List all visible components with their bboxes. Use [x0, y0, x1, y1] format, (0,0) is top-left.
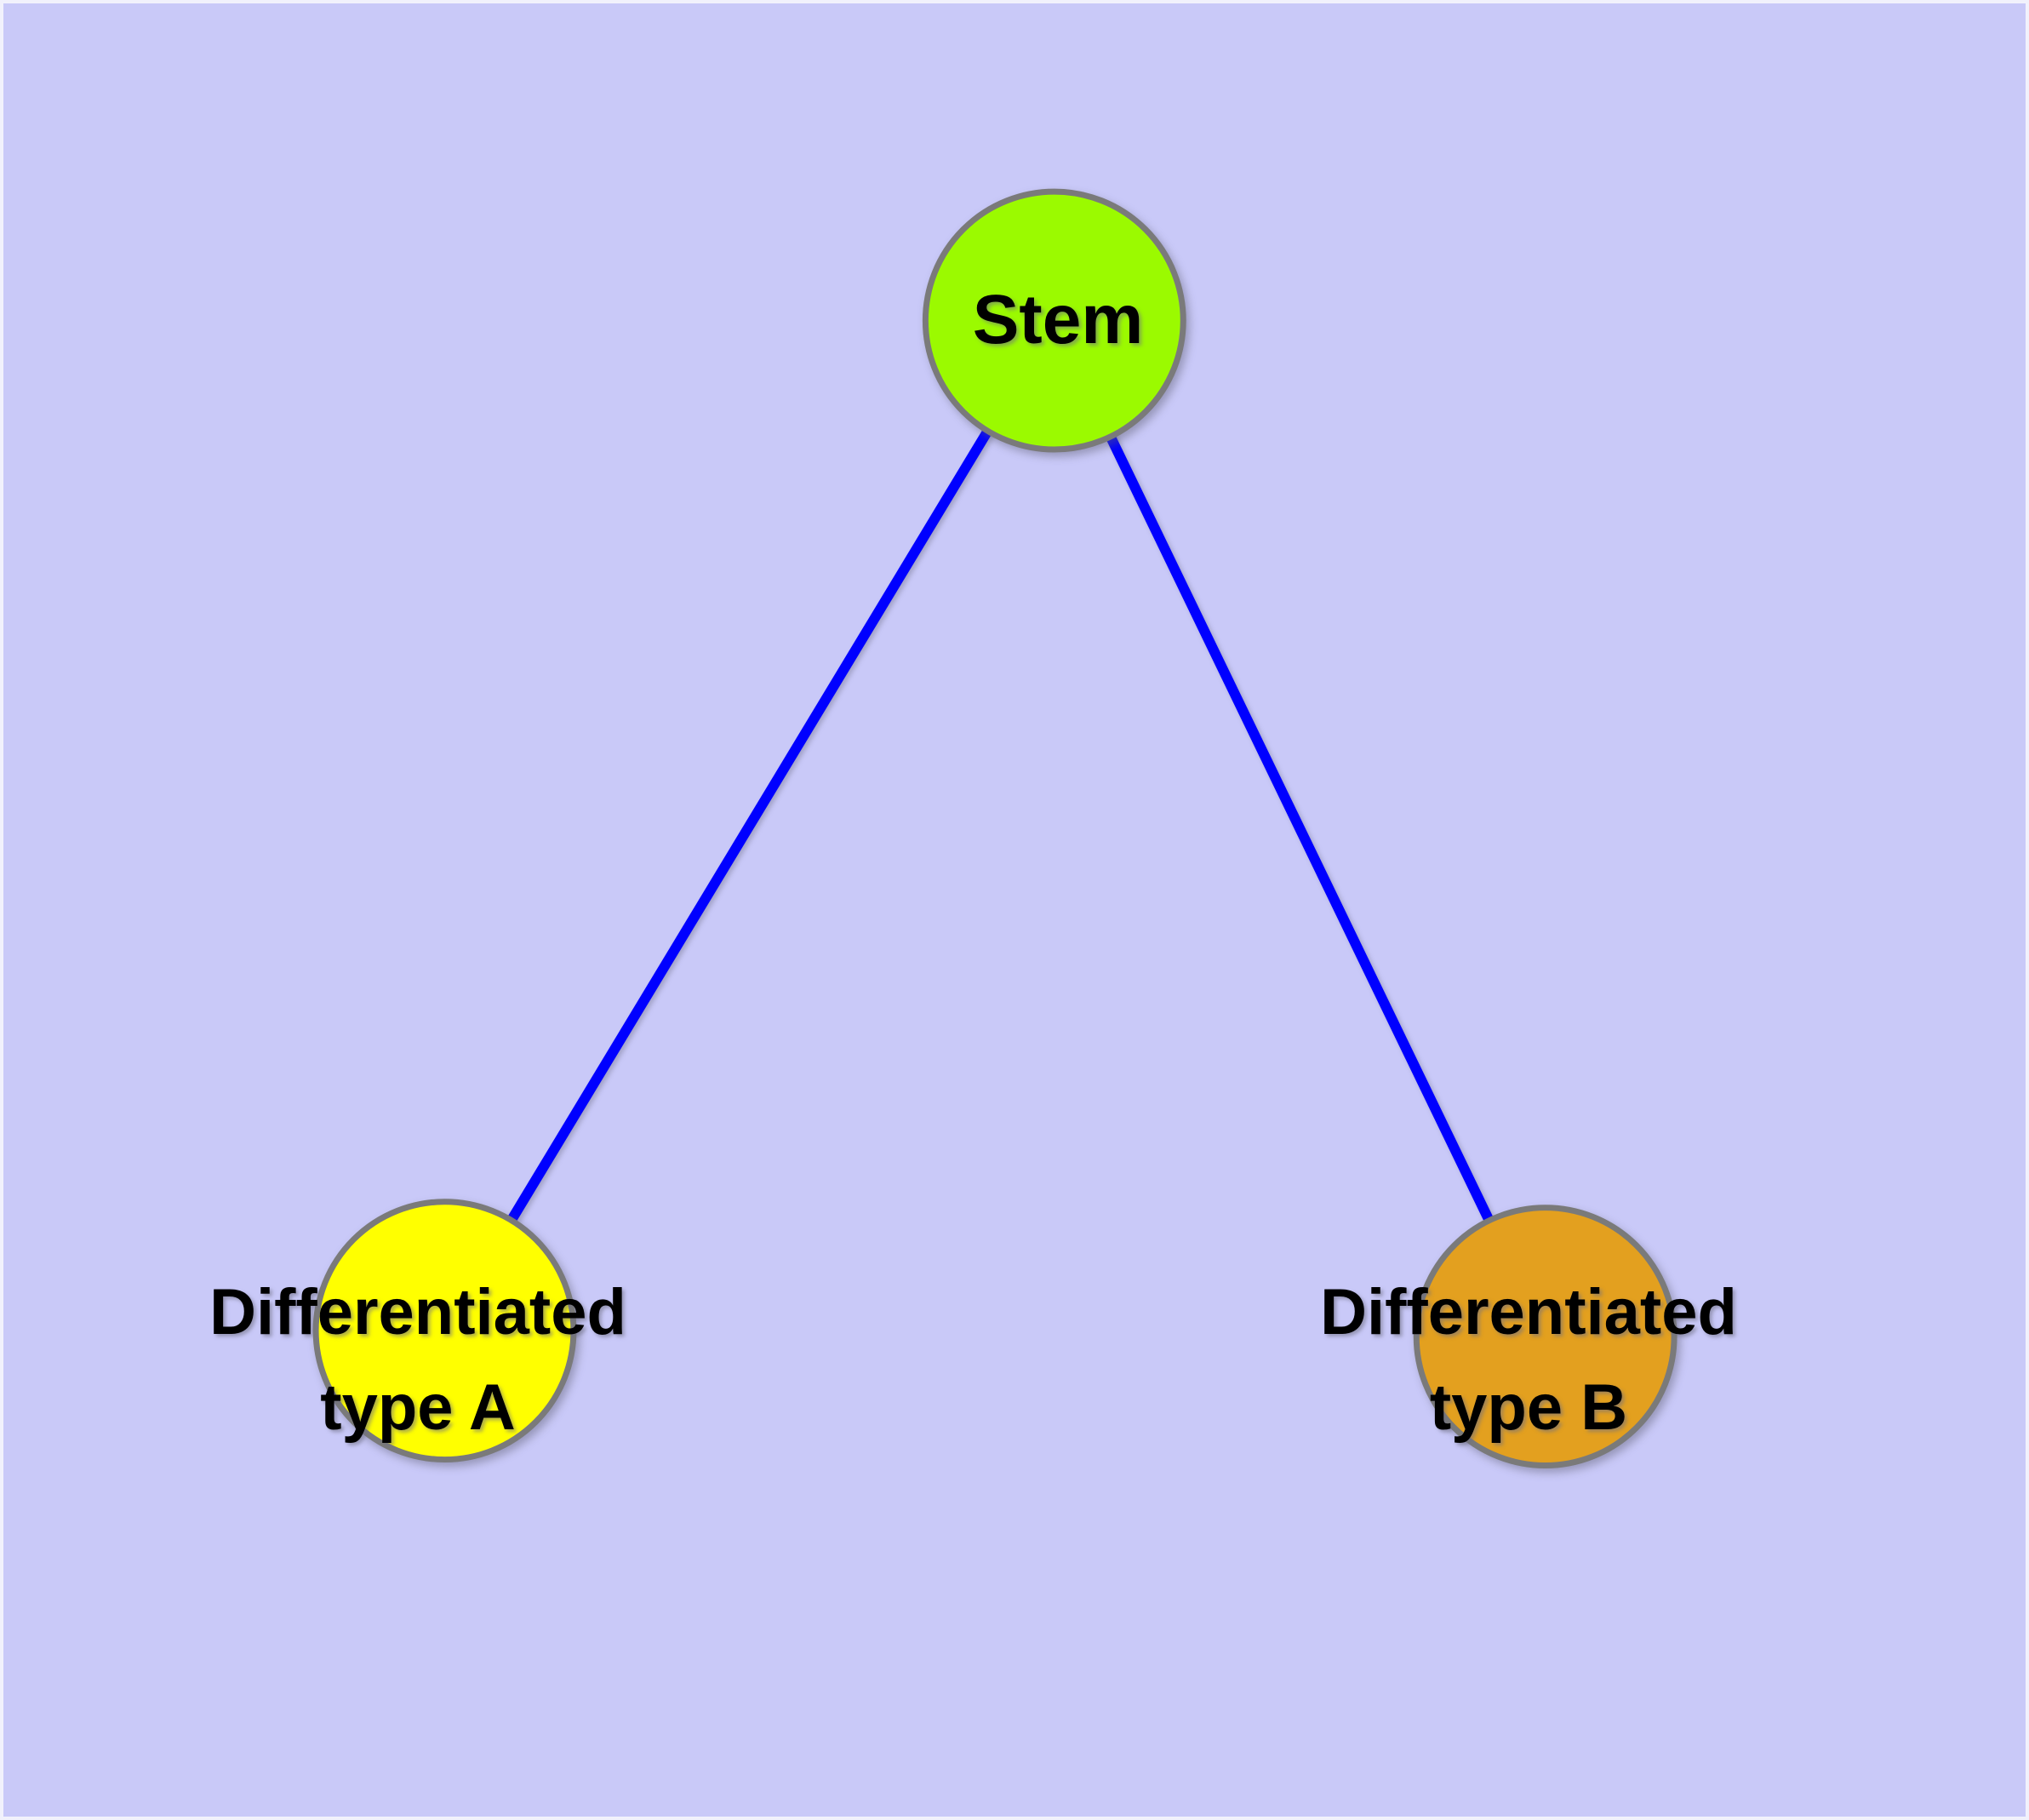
node-type-b-label[interactable]: Differentiated type B [1320, 1265, 1737, 1456]
node-stem-circle[interactable] [922, 188, 1186, 453]
node-type-b-label-line2: type B [1429, 1371, 1628, 1444]
graph-svg [312, 188, 1677, 1469]
node-type-a-label-line1: Differentiated [209, 1276, 626, 1348]
node-type-b-label-line1: Differentiated [1320, 1276, 1737, 1348]
edge-stem-to-type-a[interactable] [440, 318, 1059, 1334]
node-type-a-label[interactable]: Differentiated type A [209, 1265, 626, 1456]
node-type-a-circle[interactable] [312, 1199, 577, 1463]
node-type-a-label-line2: type A [320, 1371, 516, 1444]
node-stem-label[interactable]: Stem [972, 281, 1144, 358]
edge-stem-to-type-b[interactable] [1049, 318, 1551, 1339]
node-type-b-circle[interactable] [1413, 1205, 1677, 1469]
